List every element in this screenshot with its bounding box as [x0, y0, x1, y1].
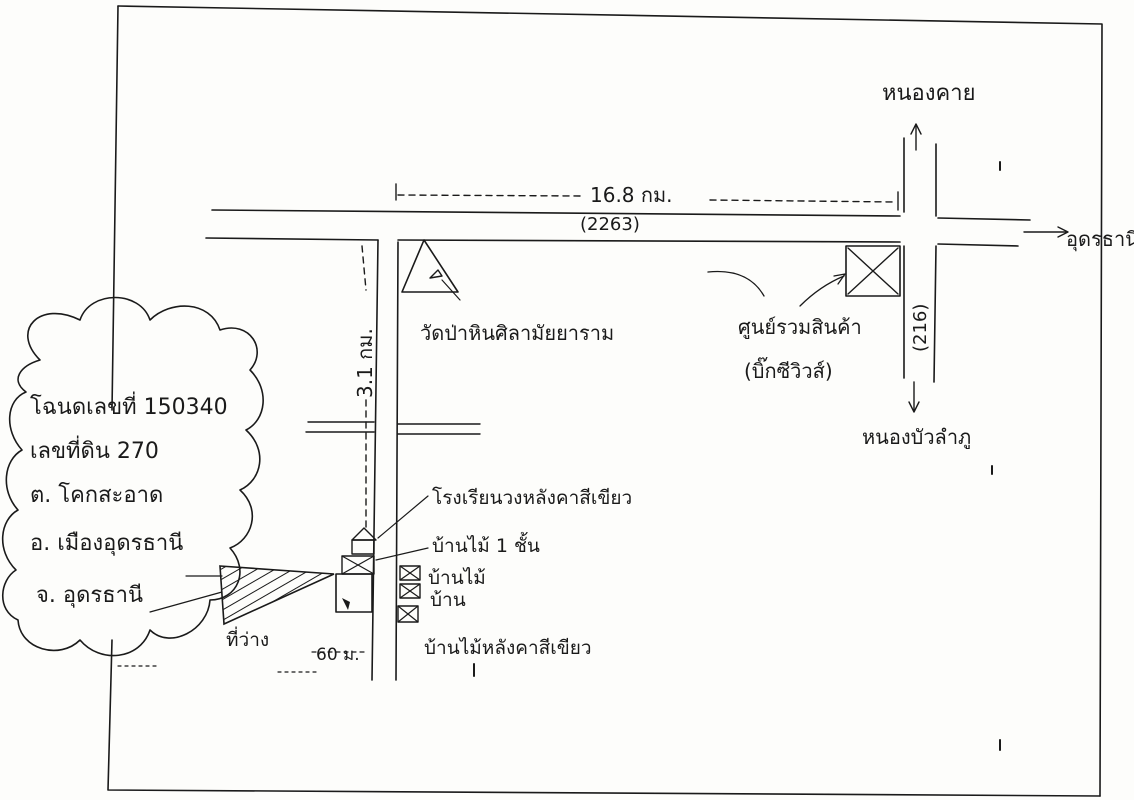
- land-number: เลขที่ดิน 270: [30, 435, 159, 464]
- school-label: โรงเรียนวงหลังคาสีเขียว: [432, 486, 632, 509]
- temple-icon: [401, 239, 461, 301]
- house-3-label: บ้าน: [430, 589, 466, 611]
- road-216: [903, 137, 937, 383]
- subdistrict: ต. โคกสะอาด: [30, 482, 163, 508]
- shop-label: ศูนย์รวมสินค้า: [738, 315, 862, 340]
- road-216-label: (216): [910, 304, 931, 352]
- plot-label: ที่ว่าง: [226, 626, 269, 651]
- east-destination-label: อุดรธานี: [1066, 227, 1134, 252]
- side-road: [305, 239, 481, 681]
- district: อ. เมืองอุดรธานี: [30, 531, 183, 556]
- house-4-label: บ้านไม้หลังคาสีเขียว: [424, 637, 592, 659]
- parcel-info-block: โฉนดเลขที่ 150340 เลขที่ดิน 270 ต. โคกสะ…: [30, 391, 228, 608]
- house-2-label: บ้านไม้: [428, 567, 486, 589]
- road-2263-label: (2263): [580, 214, 640, 235]
- info-cloud: [1, 296, 264, 657]
- parcel-hatched: [117, 565, 365, 673]
- horizontal-distance-label: 16.8 กม.: [590, 183, 673, 207]
- south-destination-label: หนองบัวลำภู: [862, 425, 971, 450]
- house-1-label: บ้านไม้ 1 ชั้น: [432, 532, 540, 557]
- buildings-icons: [335, 495, 429, 623]
- map-frame: [107, 5, 1103, 797]
- shop-sub-label: (บิ๊กซีวิวส์): [744, 356, 833, 383]
- dimension-lines: [361, 183, 899, 531]
- province: จ. อุดรธานี: [36, 583, 143, 608]
- shop-icon: [707, 245, 901, 307]
- north-destination-label: หนองคาย: [882, 81, 975, 106]
- stray-marks: [473, 161, 1001, 751]
- deed-number: โฉนดเลขที่ 150340: [30, 391, 228, 420]
- temple-label: วัดป่าหินศิลามัยยาราม: [420, 321, 614, 345]
- road-2263: [205, 209, 1031, 247]
- direction-arrows: [908, 123, 1069, 413]
- vertical-distance-label: 3.1 กม.: [353, 328, 377, 398]
- frontage-label: 60 ม.: [316, 645, 360, 665]
